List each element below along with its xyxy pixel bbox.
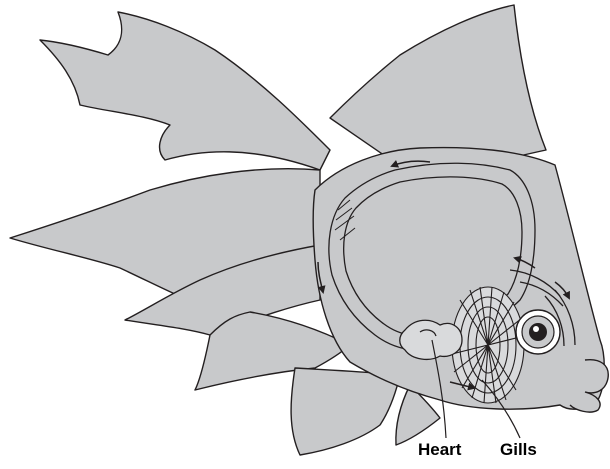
tail-fin-upper [40, 12, 330, 170]
heart [400, 320, 462, 359]
gills-label: Gills [500, 441, 537, 458]
heart-label: Heart [418, 441, 461, 458]
anal-fin [291, 368, 400, 455]
eye [516, 310, 560, 354]
